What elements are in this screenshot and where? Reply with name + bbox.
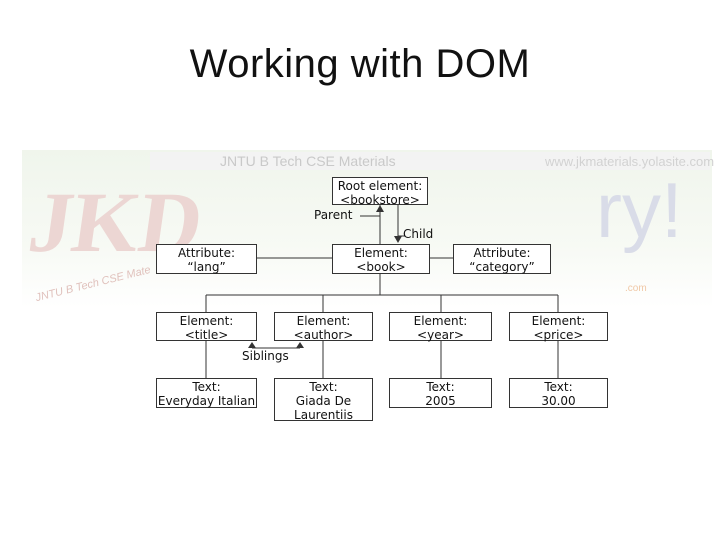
price-el-line-2: <price>: [533, 328, 584, 342]
text-title-node: Text: Everyday Italian: [156, 378, 257, 408]
book-node-line-1: Element:: [354, 246, 408, 260]
attribute-category-node: Attribute: “category”: [453, 244, 551, 274]
child-label: Child: [403, 227, 434, 241]
slide-title: Working with DOM: [189, 42, 531, 86]
price-el-line-1: Element:: [531, 314, 586, 328]
attr-lang-line-1: Attribute:: [177, 246, 236, 260]
attr-category-line-2: “category”: [469, 260, 535, 274]
title-el-line-1: Element:: [179, 314, 234, 328]
text-author-line-3: Laurentiis: [294, 408, 353, 422]
text-author-line-1: Text:: [309, 380, 338, 394]
watermark-banner: [22, 150, 712, 308]
author-el-line-1: Element:: [296, 314, 351, 328]
watermark-header-right: www.jkmaterials.yolasite.com: [545, 154, 715, 169]
text-title-line-1: Text:: [192, 380, 221, 394]
text-year-line-1: Text:: [426, 380, 455, 394]
title-el-line-2: <title>: [184, 328, 229, 342]
title-element-node: Element: <title>: [156, 312, 257, 342]
watermark-header-bar: [150, 152, 710, 170]
attr-lang-line-2: “lang”: [187, 260, 226, 274]
text-year-line-2: 2005: [425, 394, 456, 408]
root-element-node: Root element: <bookstore>: [332, 177, 428, 207]
root-node-line-2: <bookstore>: [340, 193, 420, 207]
year-element-node: Element: <year>: [389, 312, 492, 342]
watermark-right-sub: .com: [625, 283, 647, 294]
text-author-node: Text: Giada De Laurentiis: [274, 378, 373, 422]
watermark-right-fragment: ry!: [596, 166, 683, 254]
attribute-lang-node: Attribute: “lang”: [156, 244, 257, 274]
book-element-node: Element: <book>: [332, 244, 430, 274]
price-element-node: Element: <price>: [509, 312, 608, 342]
text-price-node: Text: 30.00: [509, 378, 608, 408]
book-node-line-2: <book>: [356, 260, 406, 274]
siblings-label: Siblings: [242, 349, 289, 363]
text-price-line-1: Text:: [544, 380, 573, 394]
root-node-line-1: Root element:: [337, 179, 423, 193]
text-year-node: Text: 2005: [389, 378, 492, 408]
author-element-node: Element: <author>: [274, 312, 373, 342]
year-el-line-2: <year>: [417, 328, 464, 342]
text-title-line-2: Everyday Italian: [157, 394, 256, 408]
siblings-arrowhead-right: [296, 342, 304, 348]
attr-category-line-1: Attribute:: [473, 246, 531, 260]
author-el-line-2: <author>: [293, 328, 354, 342]
siblings-arrowhead-left: [248, 342, 256, 348]
book-arrowhead-down: [394, 236, 402, 243]
watermark-header-left: JNTU B Tech CSE Materials: [220, 153, 396, 169]
root-arrowhead-up: [376, 205, 384, 212]
text-price-line-2: 30.00: [541, 394, 576, 408]
parent-label: Parent: [314, 208, 353, 222]
text-author-line-2: Giada De: [295, 394, 352, 408]
year-el-line-1: Element:: [413, 314, 468, 328]
